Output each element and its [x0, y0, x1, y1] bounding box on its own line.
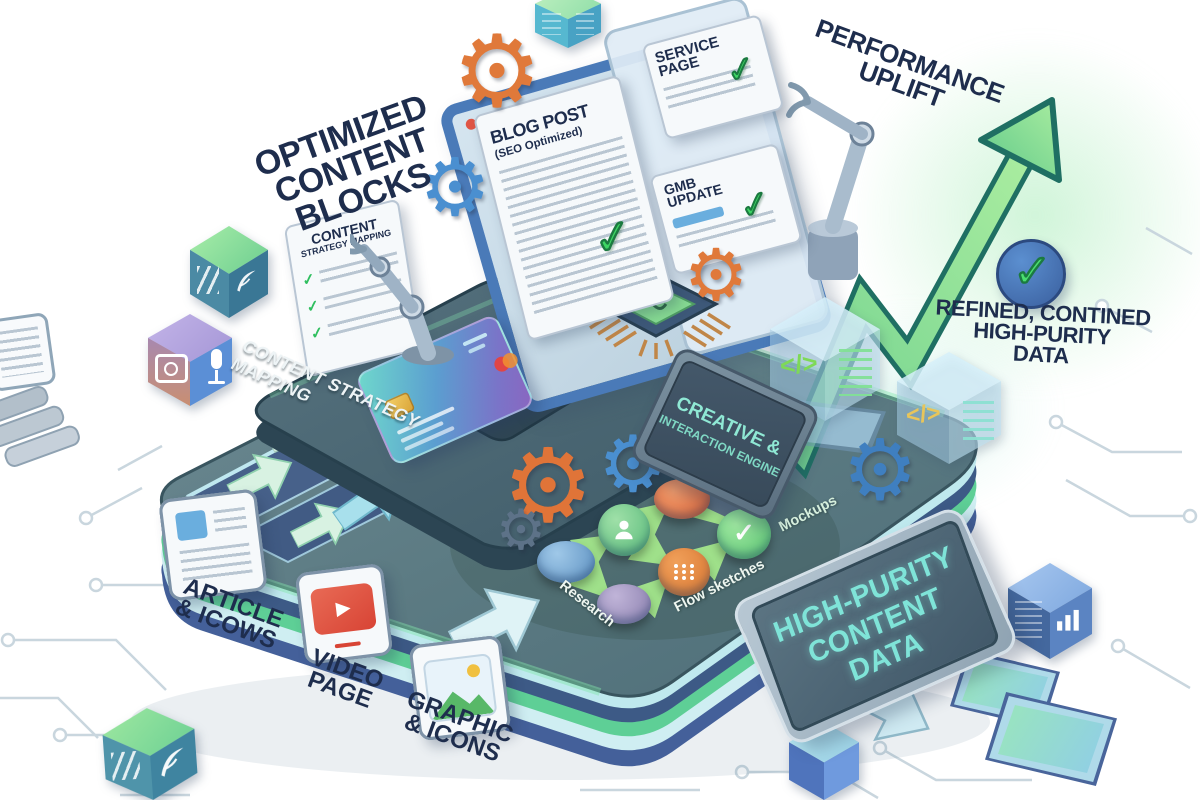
- check-icon: ✓: [301, 270, 317, 290]
- data-table-lines: [1014, 601, 1042, 642]
- card-dash: [467, 342, 486, 354]
- check-icon: ✓: [733, 517, 755, 548]
- text-lines: [541, 13, 562, 35]
- grid-icon: [674, 564, 694, 580]
- code-icon: </>: [778, 347, 819, 381]
- code-lines: [839, 349, 873, 397]
- code-cube: </>: [897, 352, 1001, 464]
- camera-mic-cube: [148, 314, 232, 406]
- gear-icon: ⚙: [452, 16, 542, 128]
- bar-chart-cube: [1008, 563, 1092, 659]
- text-lines: [575, 13, 595, 35]
- check-icon: ✓: [1012, 245, 1052, 298]
- data-cube: [535, 0, 601, 48]
- check-icon: ✓: [723, 48, 760, 92]
- leaf-cube: [101, 705, 199, 800]
- gear-icon: ⚙: [495, 498, 547, 561]
- ui-panel: [0, 311, 57, 393]
- gear-icon: ⚙: [419, 143, 491, 232]
- gear-icon: ⚙: [842, 423, 918, 517]
- flow-node-persona: [598, 504, 650, 556]
- circuit-traces: [0, 226, 1198, 800]
- check-circle-icon: ✓: [996, 239, 1066, 309]
- robotic-arm-icon: [786, 82, 875, 280]
- tick-marks: [111, 751, 141, 781]
- feather-icon: [237, 270, 256, 292]
- bar-chart-icon: [1057, 610, 1079, 631]
- robotic-arm-icon: [350, 234, 454, 365]
- gear-icon: ⚙: [502, 429, 594, 543]
- text-lines: [498, 135, 659, 317]
- feather-icon: [161, 747, 184, 777]
- code-cube: </>: [770, 297, 880, 421]
- play-icon: ▶: [334, 597, 352, 621]
- check-icon: ✓: [305, 296, 321, 317]
- heading-refined-data: REFINED, CONTINED HIGH-PURITY DATA: [932, 294, 1153, 371]
- text-lines: [0, 326, 44, 378]
- gear-icon: ⚙: [683, 236, 749, 316]
- camera-icon: [154, 354, 188, 383]
- code-lines: [962, 401, 994, 442]
- leaf-cube: [190, 226, 268, 318]
- mic-icon: [202, 348, 232, 395]
- check-icon: ✓: [589, 208, 637, 267]
- tick-marks: [197, 266, 219, 295]
- code-icon: </>: [904, 399, 943, 431]
- data-tray: [985, 692, 1117, 786]
- person-icon: [615, 520, 633, 540]
- check-icon: ✓: [309, 323, 325, 344]
